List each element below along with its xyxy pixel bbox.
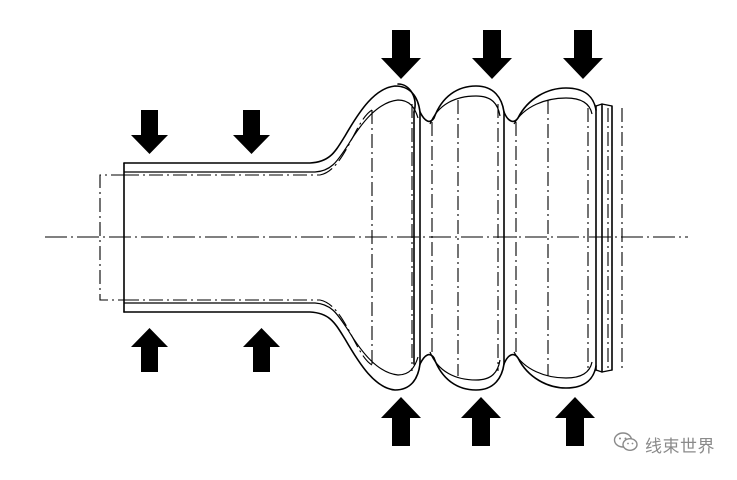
arrow-down-icon [472,30,512,79]
arrow-up-icon [555,397,595,446]
force-arrows-bottom [131,328,595,446]
phantom-outline [99,100,623,376]
boot-outline [123,83,613,391]
arrow-down-icon [381,30,421,79]
arrow-up-icon [461,397,501,446]
arrow-down-icon [563,30,603,79]
arrow-up-icon [131,328,168,372]
arrow-up-icon [381,397,421,446]
arrow-down-icon [131,110,168,154]
watermark: 线束世界 [613,431,715,458]
watermark-text: 线束世界 [645,437,715,457]
arrow-up-icon [243,328,280,372]
force-arrows-top [131,30,603,154]
wechat-icon [613,431,639,458]
arrow-down-icon [233,110,270,154]
